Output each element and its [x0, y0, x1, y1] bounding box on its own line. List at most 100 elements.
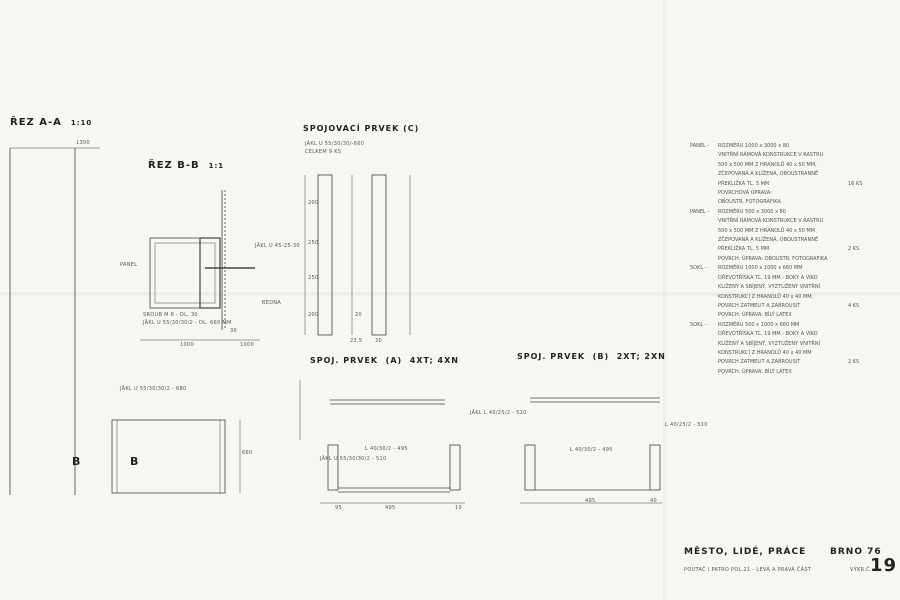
spec-line: DŘEVOTŘÍSKA TL. 19 MM - BOKY A VÍKO	[690, 330, 890, 339]
spec-line: PANEL -ROZMĚRU 500 x 3000 x 80	[690, 208, 890, 217]
spec-text: ZČEPOVANÁ A KLÍŽENÁ, OBOUSTRANNĚ	[718, 171, 819, 178]
label: L 40/25/2 - 510	[665, 422, 708, 428]
dim-label: 1000	[180, 342, 194, 348]
spec-line: 500 x 500 MM Z HRANOLŮ 40 x 50 MM,	[690, 161, 890, 170]
spec-text: KONSTRUKCÍ Z HRANOLŮ 40 x 40 MM	[718, 349, 812, 356]
dim-label: 660	[242, 450, 253, 456]
spec-line: PŘEKLIŽKA TL. 5 MM 2 KS	[690, 245, 890, 254]
part-a-title: SPOJ. PRVEK (a) 4xT; 4xN	[310, 356, 459, 365]
spec-item-label: SOKL -	[690, 321, 707, 328]
section-mark: B	[72, 455, 82, 468]
spec-item-label	[690, 217, 718, 226]
spec-quantity	[848, 189, 878, 198]
spec-quantity	[848, 161, 878, 170]
spec-line: 500 x 500 MM Z HRANOLŮ 40 x 50 MM	[690, 227, 890, 236]
spec-item-label	[690, 283, 718, 292]
spec-quantity	[848, 349, 878, 358]
bottom-left-drawing	[111, 419, 241, 494]
spec-text: DŘEVOTŘÍSKA TL. 19 MM - BOKY A VÍKO	[718, 274, 818, 281]
label: L 40/30/2 - 495	[365, 446, 408, 452]
place-year: BRNO 76	[830, 547, 882, 557]
spec-item-label	[690, 358, 718, 367]
spec-line: POVRCH. ÚPRAVA: BÍLÝ LATEX	[690, 311, 890, 320]
label: PANEL	[120, 262, 138, 268]
spec-text: 500 x 500 MM Z HRANOLŮ 40 x 50 MM	[718, 227, 816, 234]
spec-quantity: 2 KS	[848, 359, 860, 366]
spec-line: POVRCHOVÁ ÚPRAVA:	[690, 189, 890, 198]
spec-quantity	[848, 255, 878, 264]
spec-line: POVRCH. ÚPRAVA: OBOUSTR. FOTOGRAFIKA	[690, 255, 890, 264]
drawing-number: 19	[870, 555, 898, 576]
part-a-drawing	[299, 380, 465, 504]
spec-quantity	[848, 340, 878, 349]
part-c-spec: JÄKL U 55/30/30/-660	[305, 141, 365, 147]
spec-line: SOKL - ROZMĚRU 500 x 1000 x 660 MM	[690, 321, 890, 330]
spec-text: ROZMĚRU 1000 x 1000 x 660 MM	[718, 265, 803, 272]
spec-item-label	[690, 161, 718, 170]
dim-label: 20	[355, 312, 362, 318]
spec-line: KONSTRUKCÍ Z HRANOLŮ 40 x 40 MM	[690, 349, 890, 358]
spec-text: POVRCH. ÚPRAVA: BÍLÝ LATEX	[718, 312, 792, 319]
label: JÄKL U 45-25-30	[255, 243, 300, 249]
spec-text: OBOUSTR. FOTOGRAFIKA	[718, 199, 781, 206]
spec-item-label	[690, 255, 718, 264]
dim-label: 250	[308, 275, 319, 281]
spec-item-label	[690, 170, 718, 179]
spec-item-label: SOKL -	[690, 265, 707, 272]
spec-quantity	[848, 208, 878, 217]
label: BEDNA	[262, 300, 282, 306]
section-mark: B	[130, 455, 140, 468]
spec-quantity: 2 KS	[848, 246, 860, 253]
spec-quantity	[848, 264, 878, 273]
dim-label: 1000	[240, 342, 254, 348]
spec-item-label	[690, 340, 718, 349]
specification-list: PANEL - ROZMĚRU 1000 x 3000 x 80 VNITŘNÍ R…	[690, 142, 890, 377]
spec-text: 500 x 500 MM Z HRANOLŮ 40 x 50 MM,	[718, 161, 817, 168]
spec-text: ROZMĚRU 500 x 1000 x 660 MM	[718, 321, 800, 328]
spec-text: KLÍŽENÝ A SBÍJENÝ, VYZTUŽENÝ VNITŘNÍ	[718, 284, 821, 291]
project-title: MĚSTO, LIDÉ, PRÁCE	[684, 547, 807, 557]
spec-text: POVRCH ZATMELIT A ZABROUSIT	[718, 302, 801, 309]
spec-item-label	[690, 151, 718, 160]
spec-line: KONSTRUKCÍ Z HRANOLŮ 40 x 40 MM,	[690, 293, 890, 302]
dim-label: 30	[230, 328, 237, 334]
label: JÄKL U 55/30/30/2 - 680	[120, 386, 187, 392]
section-aa-drawing	[9, 147, 100, 495]
part-c-drawing	[304, 174, 411, 336]
spec-text: PŘEKLIŽKA TL. 5 MM	[718, 246, 770, 253]
spec-item-label	[690, 302, 718, 311]
spec-text: POVRCH ZATMELIT A ZABROUSIT	[718, 359, 801, 366]
spec-quantity	[848, 311, 878, 320]
part-b-title: SPOJ. PRVEK (b) 2xT; 2xN	[517, 352, 666, 361]
dim-label: 10	[455, 505, 462, 511]
dim-label: 95	[335, 505, 342, 511]
spec-text: ROZMĚRU 1000 x 3000 x 80	[718, 143, 790, 149]
spec-line: SOKL - ROZMĚRU 1000 x 1000 x 660 MM	[690, 264, 890, 273]
spec-item-label	[690, 368, 718, 377]
spec-item-label	[690, 198, 718, 207]
spec-text: POVRCH. ÚPRAVA: BÍLÝ LATEX	[718, 368, 792, 375]
spec-line: ZČEPOVANÁ A KLÍŽENÁ, OBOUSTRANNĚ	[690, 236, 890, 245]
part-b-drawing	[520, 397, 662, 504]
spec-line: KLÍŽENÝ A SBÍJENÝ, VYZTUŽENÝ VNITŘNÍ	[690, 340, 890, 349]
dim-label: 200	[308, 200, 319, 206]
spec-item-label: PANEL -	[690, 143, 710, 149]
spec-item-label	[690, 330, 718, 339]
part-c-title: SPOJOVACÍ PRVEK (c)	[303, 124, 420, 133]
spec-quantity: 16 KS	[848, 180, 863, 187]
spec-item-label	[690, 227, 718, 236]
label: JÄKL L 40/25/2 - 510	[470, 410, 527, 416]
spec-quantity	[848, 227, 878, 236]
spec-quantity	[848, 236, 878, 245]
spec-quantity	[848, 368, 878, 377]
spec-line: VNITŘNÍ RÁMOVÁ KONSTRUKCE V RASTRU	[690, 151, 890, 160]
dim-label: 40	[650, 498, 657, 504]
spec-text: VNITŘNÍ RÁMOVÁ KONSTRUKCE V RASTRU	[718, 152, 824, 159]
spec-item-label: PANEL -	[690, 208, 710, 215]
spec-line: DŘEVOTŘÍSKA TL. 19 MM - BOKY A VÍKO	[690, 274, 890, 283]
part-c-count: CELKEM 9 KS	[305, 149, 342, 155]
drawing-subtitle: POUTAČ I.PATRO POL.21 - LEVÁ A PRAVÁ ČÁS…	[684, 567, 812, 573]
label: JÄKL U 55/30/30/2 - DL. 660 MM	[143, 320, 232, 326]
